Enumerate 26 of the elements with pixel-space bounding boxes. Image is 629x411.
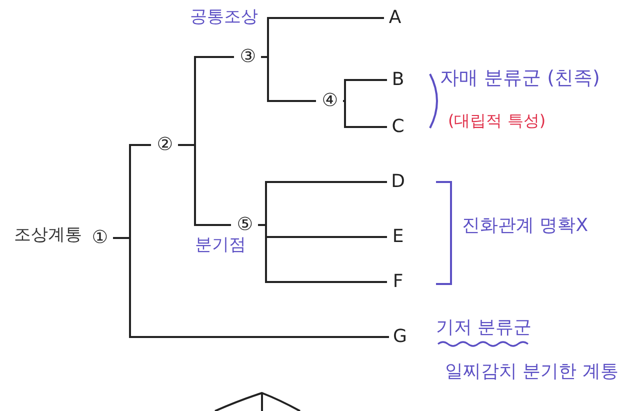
taxon-label: E (389, 226, 407, 248)
node-number: ③ (236, 45, 260, 69)
annotation: 기저 분류군 (436, 318, 532, 338)
tree-branch (261, 56, 316, 102)
node-number: ② (153, 133, 177, 157)
node-caption: 분기점 (195, 236, 246, 255)
node-caption: 공통조상 (190, 8, 258, 27)
annotation: 일찌감치 분기한 계통 (445, 362, 618, 382)
tree-branch (113, 237, 389, 338)
taxon-label: G (391, 326, 409, 348)
tree-branch (178, 144, 231, 226)
annotation: (대립적 특성) (448, 112, 546, 130)
taxon-label: B (389, 69, 407, 91)
annotation: 진화관계 명확X (462, 216, 588, 236)
node-number: ④ (318, 89, 342, 113)
tree-branch (258, 224, 387, 283)
node-number: ⑤ (233, 213, 257, 237)
taxon-label: A (386, 7, 404, 29)
taxon-label: D (389, 171, 407, 193)
node-number: ① (88, 226, 112, 250)
node-caption: 조상계통 (14, 226, 82, 245)
tree-branch (343, 79, 387, 102)
taxon-label: C (389, 116, 407, 138)
tree-branch (343, 100, 387, 128)
taxon-label: F (389, 271, 407, 293)
annotation: 자매 분류군 (친족) (440, 68, 600, 89)
